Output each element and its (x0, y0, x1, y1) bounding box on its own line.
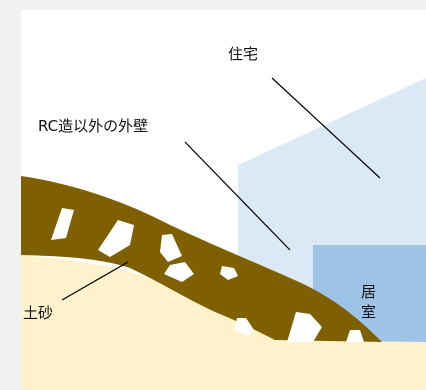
rc-wall-label: RC造以外の外壁 (38, 117, 148, 135)
house-eave (238, 165, 278, 180)
rock (160, 234, 182, 262)
house-leader-line (271, 77, 381, 179)
rock (220, 266, 238, 280)
rocks (51, 208, 364, 342)
room-label-line1: 居 (361, 283, 376, 301)
house-label: 住宅 (228, 45, 258, 63)
rock (234, 318, 254, 336)
landslide-debris (21, 176, 382, 342)
soil-leader-line (61, 261, 129, 301)
rock (287, 312, 322, 342)
ground-soil (21, 255, 426, 390)
rock (346, 330, 364, 342)
leader-lines (61, 77, 381, 301)
rock (98, 220, 134, 257)
room-label-line2: 室 (361, 303, 376, 321)
soil-label: 土砂 (23, 304, 53, 322)
rock (51, 208, 74, 240)
rc-wall-leader-line (184, 141, 291, 251)
rock (164, 262, 194, 282)
